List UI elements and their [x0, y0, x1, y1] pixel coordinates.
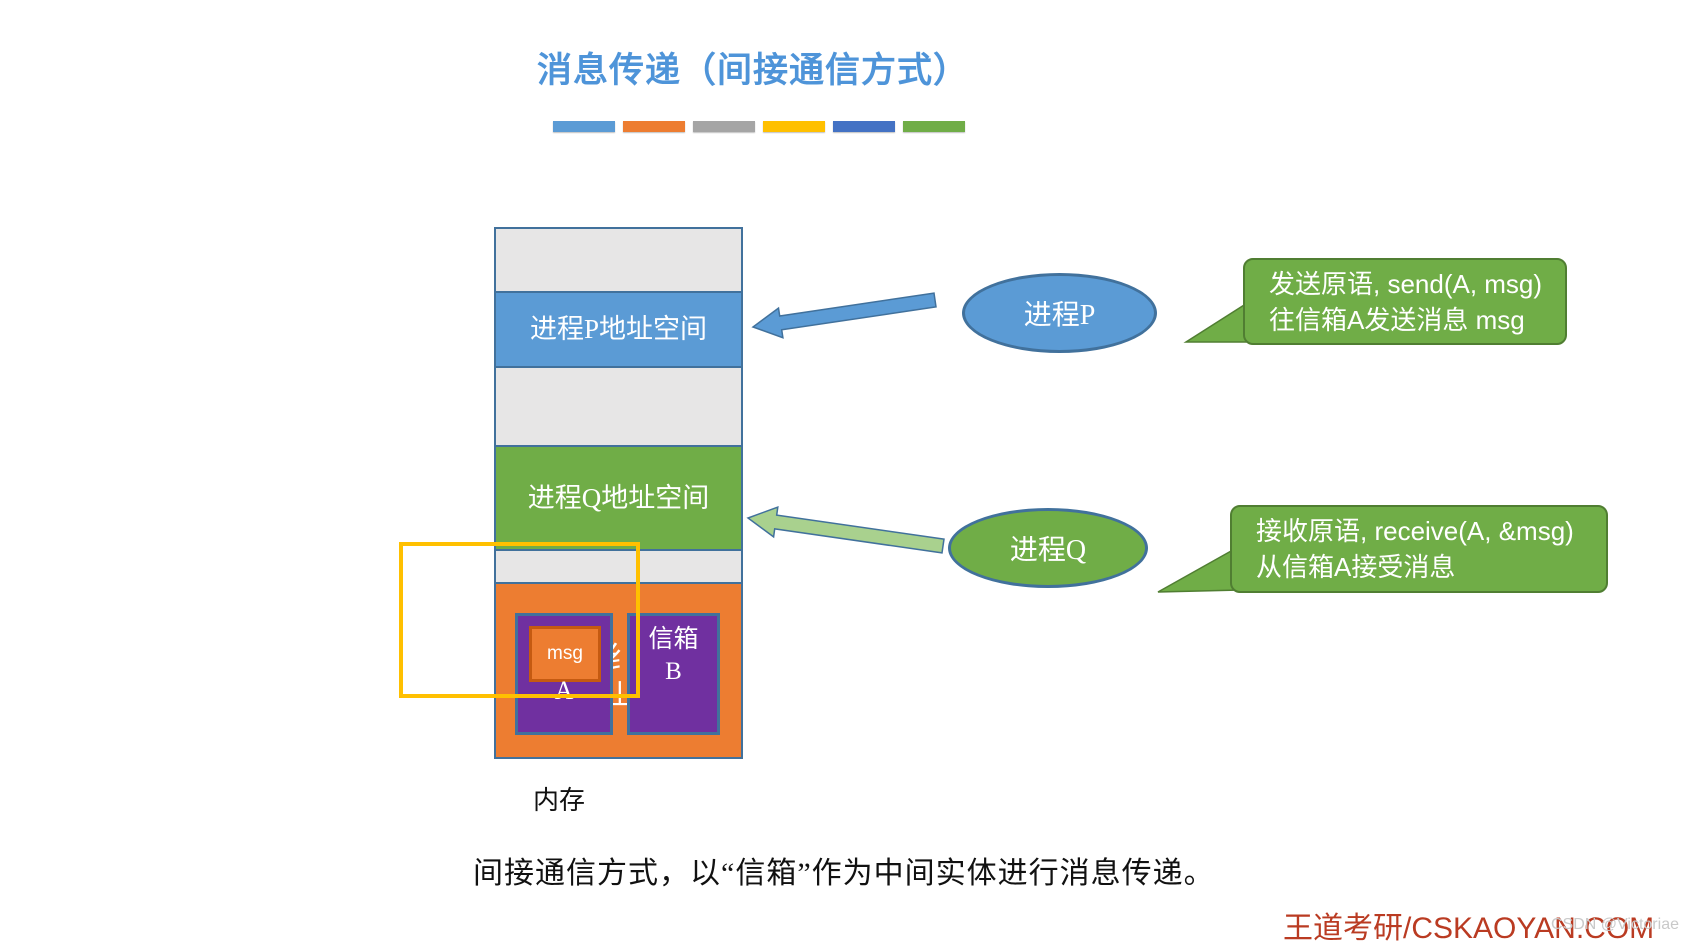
divider-bar-orange — [623, 121, 685, 132]
mailbox-b-letter: B — [665, 658, 682, 685]
process-p-ellipse: 进程P — [962, 273, 1157, 353]
msg-box: msg — [529, 626, 601, 682]
divider-bar-green — [903, 121, 965, 132]
mailbox-b-box: 信箱 B — [627, 613, 720, 735]
receive-primitive-callout: 接收原语, receive(A, &msg) 从信箱A接受消息 — [1230, 505, 1608, 593]
csdn-watermark: CSDN @Victoriae — [1551, 916, 1679, 933]
clipped-fragment-top: 纟 — [613, 633, 627, 679]
divider-bar-gray — [693, 121, 755, 132]
branding-text: 王道考研/CSKAOYAN.COM — [1283, 912, 1655, 942]
send-arrow — [751, 292, 937, 339]
memory-segment-free-3 — [496, 551, 741, 584]
memory-segment-process-q: 进程Q地址空间 — [496, 447, 741, 551]
memory-label: 内存 — [532, 786, 585, 815]
highlight-rectangle — [399, 542, 640, 698]
memory-segment-process-p: 进程P地址空间 — [496, 293, 741, 368]
send-primitive-callout: 发送原语, send(A, msg) 往信箱A发送消息 msg — [1243, 258, 1567, 345]
divider-bar-gold — [763, 121, 825, 132]
title-divider-bars — [553, 119, 973, 137]
memory-segment-free-1 — [496, 229, 741, 293]
divider-bar-darkblue — [833, 121, 895, 132]
receive-arrow — [746, 505, 945, 554]
send-callout-line2: 往信箱A发送消息 msg — [1269, 305, 1525, 335]
process-q-label: 进程Q — [1009, 535, 1087, 566]
send-callout-line1: 发送原语, send(A, msg) — [1269, 269, 1543, 299]
process-q-ellipse: 进程Q — [948, 508, 1148, 588]
mailbox-b-label: 信箱 — [648, 626, 699, 653]
divider-bar-blue — [553, 121, 615, 132]
memory-segment-free-2 — [496, 368, 741, 447]
receive-callout-line1: 接收原语, receive(A, &msg) — [1256, 516, 1574, 546]
slide-caption: 间接通信方式，以“信箱”作为中间实体进行消息传递。 — [473, 857, 1215, 890]
callout-receive-tail — [1157, 544, 1241, 593]
slide-title: 消息传递（间接通信方式） — [536, 51, 969, 90]
process-p-label: 进程P — [1023, 300, 1096, 331]
receive-callout-line2: 从信箱A接受消息 — [1256, 552, 1456, 582]
